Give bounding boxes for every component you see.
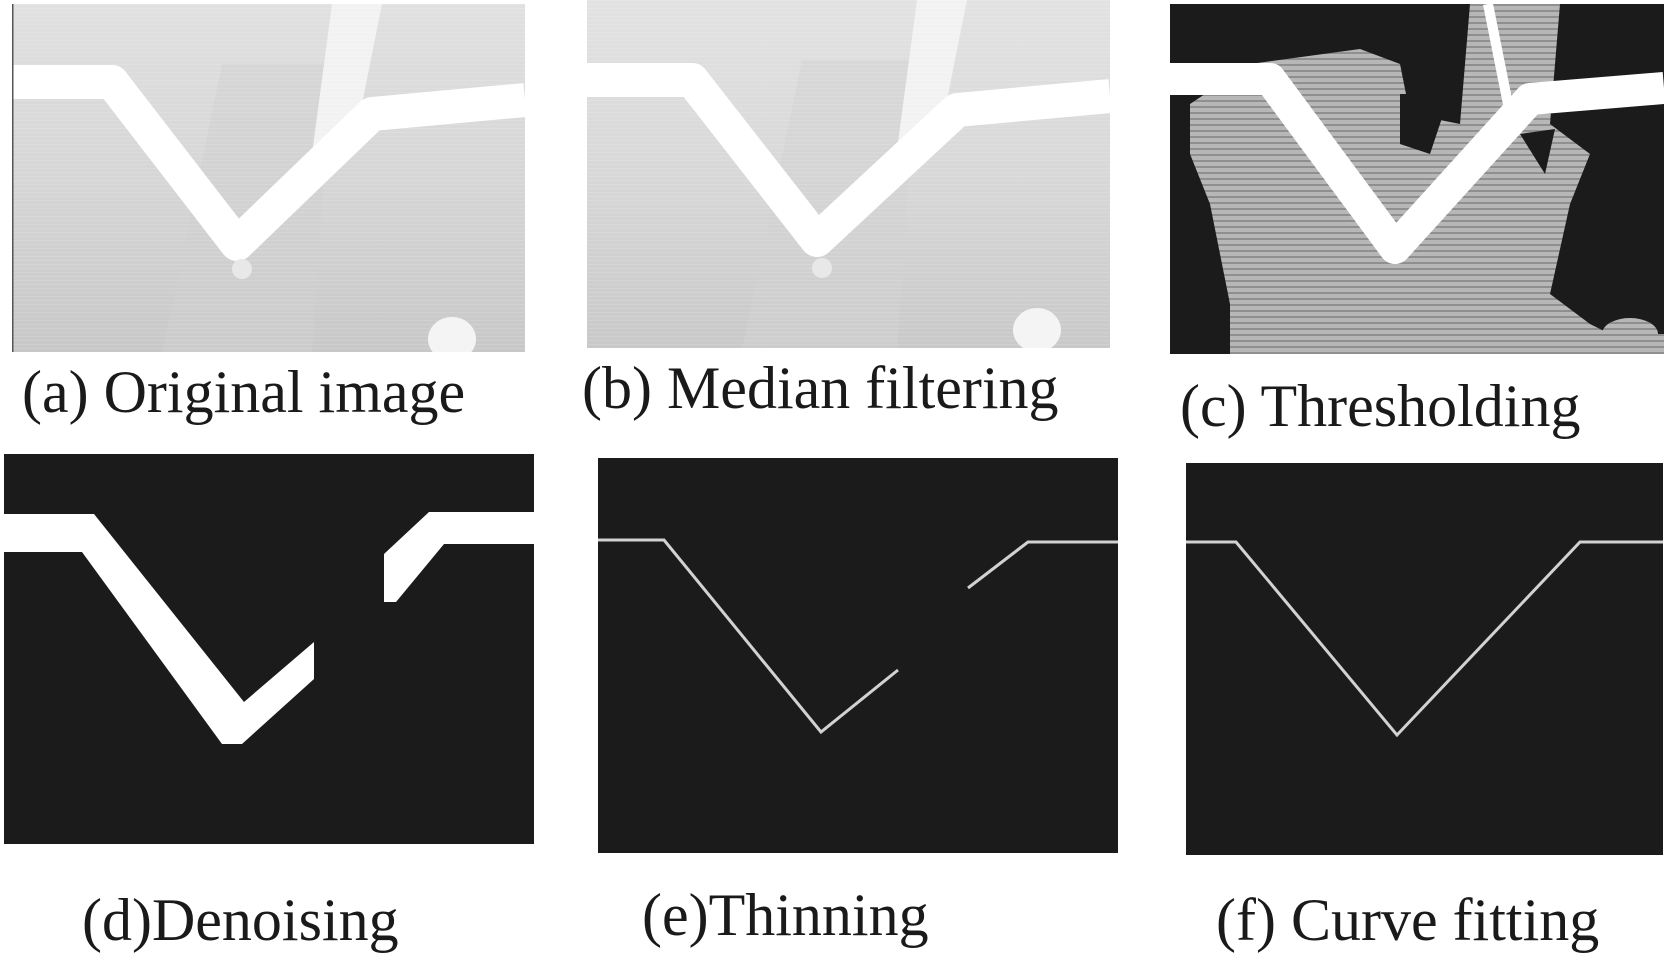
panel-a-caption: (a) Original image xyxy=(22,359,466,425)
panel-f-caption: (f) Curve fitting xyxy=(1216,887,1600,953)
panel-d-image xyxy=(4,454,534,844)
panel-e-image xyxy=(598,458,1118,853)
panel-a-image xyxy=(12,4,525,352)
panel-d-caption: (d)Denoising xyxy=(82,887,399,953)
panel-b-caption: (b) Median filtering xyxy=(582,355,1059,421)
panel-f-image xyxy=(1186,463,1663,855)
panel-e-caption: (e)Thinning xyxy=(642,882,929,948)
panel-c-caption: (c) Thresholding xyxy=(1180,373,1581,439)
panel-c-image xyxy=(1170,4,1664,354)
panel-b-image xyxy=(587,0,1110,348)
